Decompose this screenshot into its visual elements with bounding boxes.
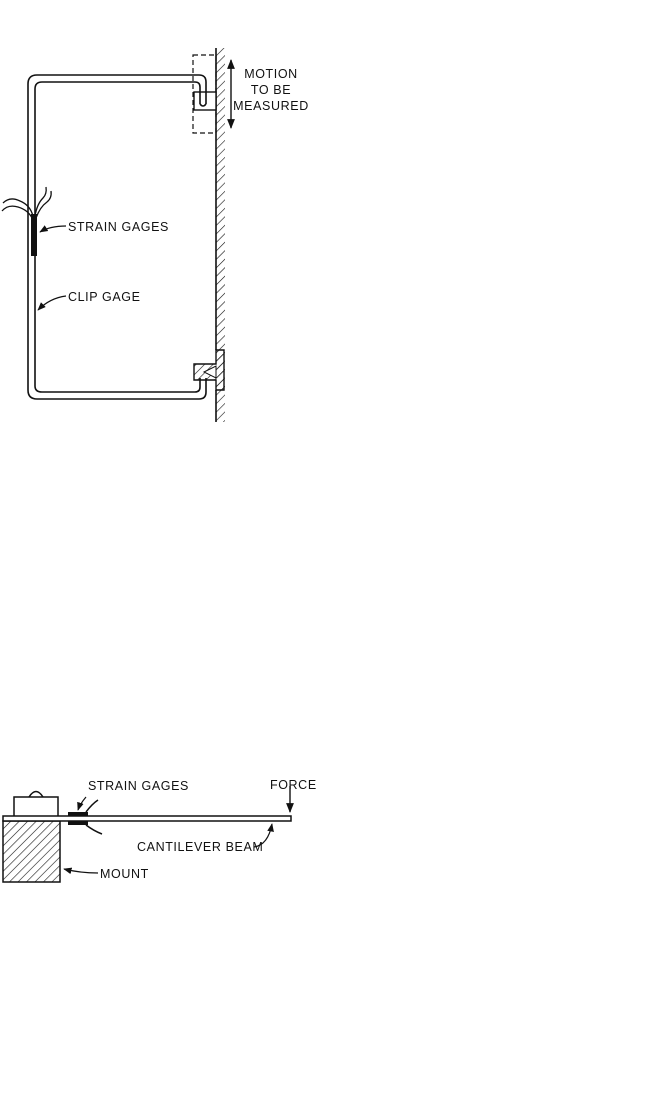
leader-strain-gages-bottom <box>78 797 86 810</box>
clip-gage-label: CLIP GAGE <box>68 290 141 304</box>
upper-attachment-dashed <box>193 55 216 133</box>
clip-gage-spring <box>28 75 206 399</box>
leader-strain-gages-top <box>40 226 66 232</box>
motion-label-line3: MEASURED <box>233 99 309 113</box>
cantilever-figure: STRAIN GAGES FORCE CANTILEVER BEAM MOUNT <box>3 778 317 882</box>
force-label: FORCE <box>270 778 317 792</box>
leader-mount <box>64 869 98 873</box>
mount-block <box>3 821 60 882</box>
lower-attachment-block <box>194 350 224 390</box>
clip-gage-figure: MOTION TO BE MEASURED STRAIN GAGES CLIP … <box>2 48 309 422</box>
clamp <box>14 792 58 818</box>
strain-gages-label-bottom: STRAIN GAGES <box>88 779 189 793</box>
cantilever-beam-label: CANTILEVER BEAM <box>137 840 263 854</box>
strain-gages-label-top: STRAIN GAGES <box>68 220 169 234</box>
leader-clip-gage <box>38 296 66 310</box>
cantilever-beam <box>3 816 291 821</box>
strain-gages-top <box>2 187 51 256</box>
motion-label-line2: TO BE <box>251 83 291 97</box>
mount-label: MOUNT <box>100 867 149 881</box>
motion-label-line1: MOTION <box>244 67 298 81</box>
